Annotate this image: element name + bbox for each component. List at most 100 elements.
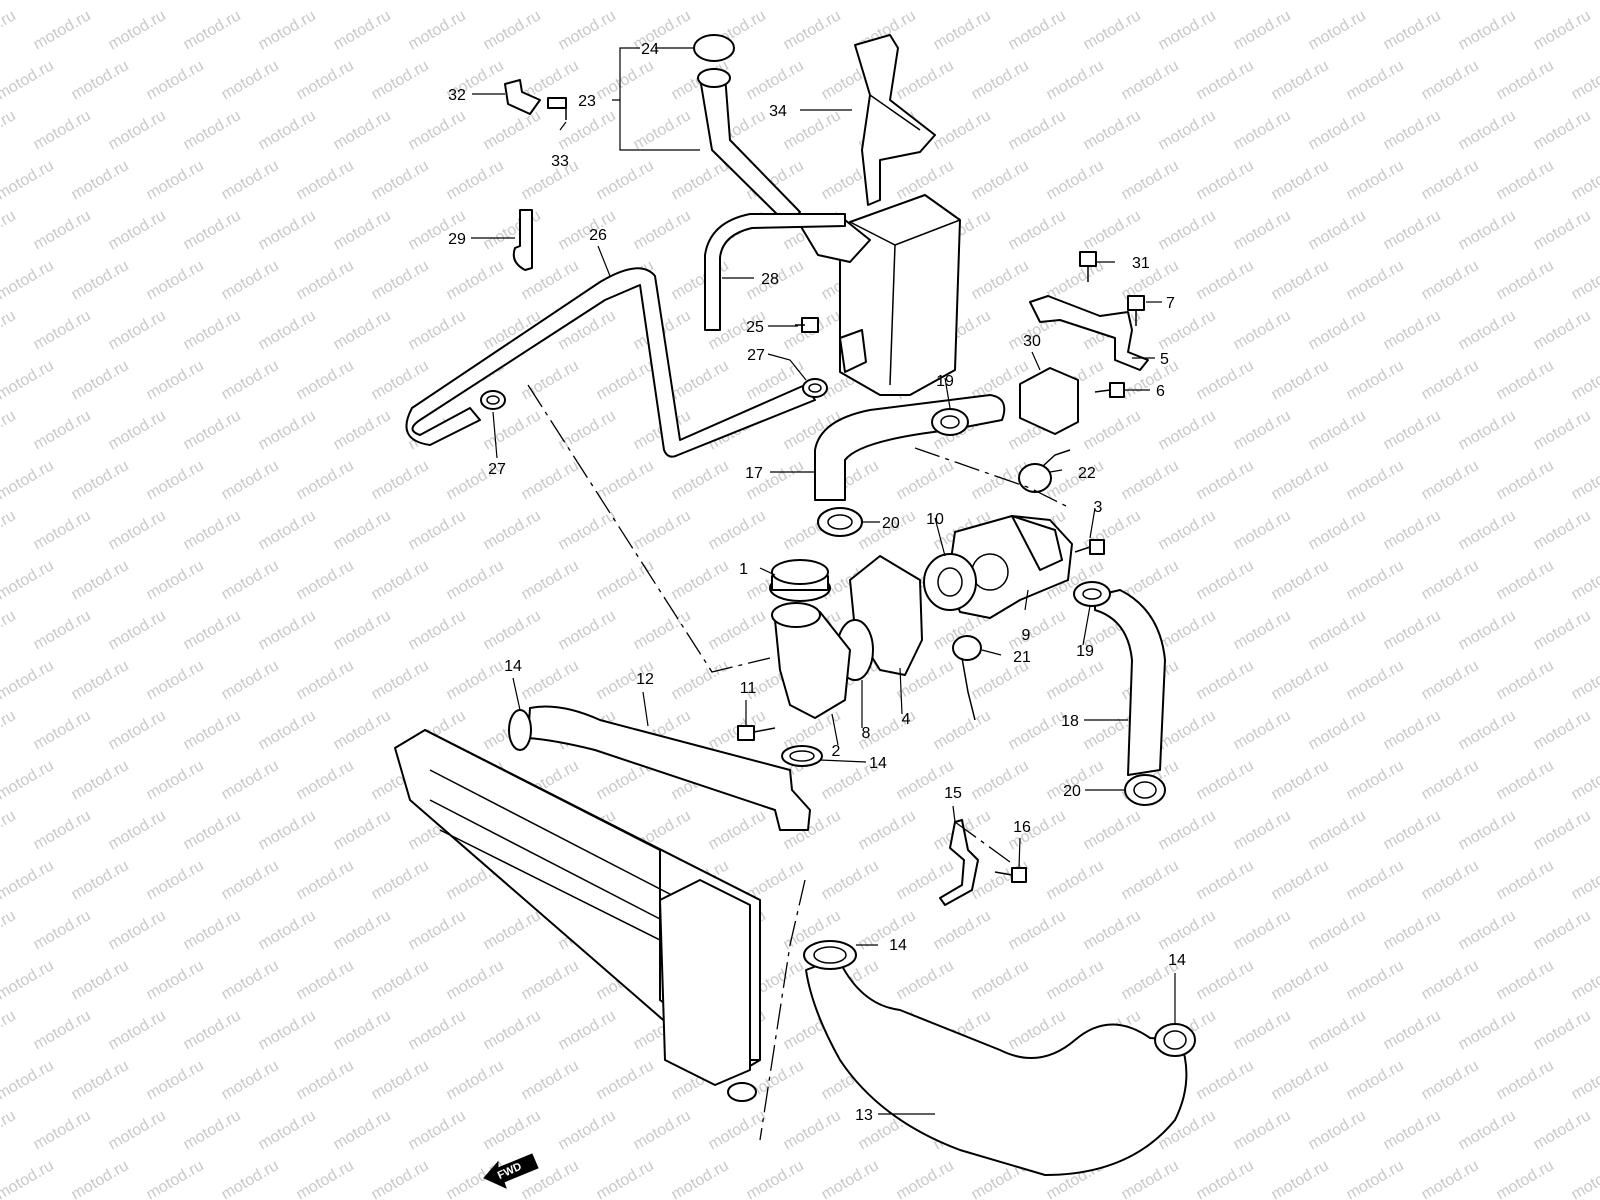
watermark-text: motod.ru bbox=[594, 457, 657, 503]
watermark-text: motod.ru bbox=[894, 0, 957, 3]
watermark-text: motod.ru bbox=[144, 1157, 207, 1200]
watermark-text: motod.ru bbox=[0, 157, 57, 203]
watermark-text: motod.ru bbox=[744, 0, 807, 3]
watermark-text: motod.ru bbox=[1194, 57, 1257, 103]
watermark-text: motod.ru bbox=[1081, 407, 1144, 453]
callout-29: 29 bbox=[448, 231, 466, 248]
watermark-text: motod.ru bbox=[481, 7, 544, 53]
watermark-text: motod.ru bbox=[519, 657, 582, 703]
watermark-text: motod.ru bbox=[406, 507, 469, 553]
watermark-text: motod.ru bbox=[1194, 757, 1257, 803]
watermark-text: motod.ru bbox=[406, 307, 469, 353]
watermark-text: motod.ru bbox=[144, 57, 207, 103]
watermark-text: motod.ru bbox=[181, 107, 244, 153]
watermark-text: motod.ru bbox=[219, 857, 282, 903]
watermark-text: motod.ru bbox=[444, 157, 507, 203]
watermark-text: motod.ru bbox=[369, 657, 432, 703]
watermark-text: motod.ru bbox=[481, 507, 544, 553]
watermark-text: motod.ru bbox=[669, 1157, 732, 1200]
watermark-text: motod.ru bbox=[669, 157, 732, 203]
watermark-text: motod.ru bbox=[594, 1057, 657, 1103]
watermark-text: motod.ru bbox=[1456, 1007, 1519, 1053]
watermark-text: motod.ru bbox=[1044, 857, 1107, 903]
watermark-text: motod.ru bbox=[69, 1057, 132, 1103]
watermark-text: motod.ru bbox=[69, 1157, 132, 1200]
watermark-text: motod.ru bbox=[631, 607, 694, 653]
watermark-text: motod.ru bbox=[181, 307, 244, 353]
watermark-text: motod.ru bbox=[1081, 907, 1144, 953]
watermark-text: motod.ru bbox=[181, 907, 244, 953]
watermark-text: motod.ru bbox=[256, 1007, 319, 1053]
watermark-text: motod.ru bbox=[106, 1107, 169, 1153]
callout-12: 12 bbox=[636, 671, 654, 688]
watermark-text: motod.ru bbox=[1119, 1157, 1182, 1200]
watermark-text: motod.ru bbox=[406, 907, 469, 953]
watermark-text: motod.ru bbox=[1419, 657, 1482, 703]
watermark-text: motod.ru bbox=[1456, 307, 1519, 353]
watermark-text: motod.ru bbox=[369, 457, 432, 503]
watermark-text: motod.ru bbox=[69, 0, 132, 3]
watermark-text: motod.ru bbox=[1456, 707, 1519, 753]
watermark-text: motod.ru bbox=[1456, 907, 1519, 953]
callout-14b: 14 bbox=[869, 755, 887, 772]
watermark-text: motod.ru bbox=[1306, 507, 1369, 553]
watermark-text: motod.ru bbox=[406, 607, 469, 653]
watermark-text: motod.ru bbox=[1194, 1057, 1257, 1103]
watermark-text: motod.ru bbox=[1494, 657, 1557, 703]
watermark-text: motod.ru bbox=[594, 557, 657, 603]
watermark-text: motod.ru bbox=[444, 957, 507, 1003]
watermark-text: motod.ru bbox=[1306, 407, 1369, 453]
watermark-text: motod.ru bbox=[31, 907, 94, 953]
watermark-text: motod.ru bbox=[144, 0, 207, 3]
watermark-text: motod.ru bbox=[106, 7, 169, 53]
watermark-text: motod.ru bbox=[1419, 557, 1482, 603]
watermark-text: motod.ru bbox=[219, 757, 282, 803]
watermark-text: motod.ru bbox=[406, 107, 469, 153]
callout-10: 10 bbox=[926, 511, 944, 528]
watermark-text: motod.ru bbox=[744, 57, 807, 103]
watermark-text: motod.ru bbox=[1269, 457, 1332, 503]
watermark-text: motod.ru bbox=[256, 607, 319, 653]
watermark-text: motod.ru bbox=[1306, 7, 1369, 53]
watermark-text: motod.ru bbox=[256, 707, 319, 753]
callout-6: 6 bbox=[1156, 383, 1165, 400]
watermark-text: motod.ru bbox=[331, 207, 394, 253]
watermark-text: motod.ru bbox=[1381, 207, 1444, 253]
watermark-text: motod.ru bbox=[519, 157, 582, 203]
watermark-text: motod.ru bbox=[0, 557, 57, 603]
watermark-text: motod.ru bbox=[1194, 557, 1257, 603]
clamp-14-top bbox=[508, 709, 532, 751]
watermark-text: motod.ru bbox=[1381, 7, 1444, 53]
watermark-text: motod.ru bbox=[0, 1057, 57, 1103]
watermark-text: motod.ru bbox=[294, 357, 357, 403]
watermark-text: motod.ru bbox=[1456, 1107, 1519, 1153]
watermark-text: motod.ru bbox=[1381, 607, 1444, 653]
watermark-text: motod.ru bbox=[1231, 207, 1294, 253]
watermark-text: motod.ru bbox=[1344, 157, 1407, 203]
watermark-text: motod.ru bbox=[1269, 957, 1332, 1003]
watermark-text: motod.ru bbox=[1231, 907, 1294, 953]
watermark-text: motod.ru bbox=[0, 1107, 19, 1153]
watermark-text: motod.ru bbox=[519, 957, 582, 1003]
watermark-text: motod.ru bbox=[1419, 0, 1482, 3]
watermark-text: motod.ru bbox=[106, 707, 169, 753]
watermark-text: motod.ru bbox=[31, 307, 94, 353]
watermark-text: motod.ru bbox=[1231, 807, 1294, 853]
bolt-33 bbox=[547, 97, 567, 120]
watermark-text: motod.ru bbox=[1494, 0, 1557, 3]
callout-1: 1 bbox=[739, 561, 748, 578]
callout-27a: 27 bbox=[747, 347, 765, 364]
watermark-text: motod.ru bbox=[781, 1107, 844, 1153]
watermark-text: motod.ru bbox=[1344, 957, 1407, 1003]
watermark-text: motod.ru bbox=[331, 607, 394, 653]
watermark-text: motod.ru bbox=[594, 357, 657, 403]
watermark-text: motod.ru bbox=[219, 557, 282, 603]
watermark-text: motod.ru bbox=[1194, 657, 1257, 703]
watermark-text: motod.ru bbox=[1306, 107, 1369, 153]
watermark-text: motod.ru bbox=[1494, 257, 1557, 303]
watermark-text: motod.ru bbox=[294, 157, 357, 203]
watermark-text: motod.ru bbox=[31, 107, 94, 153]
watermark-text: motod.ru bbox=[144, 557, 207, 603]
watermark-text: motod.ru bbox=[931, 907, 994, 953]
thermostat-10 bbox=[923, 553, 977, 611]
